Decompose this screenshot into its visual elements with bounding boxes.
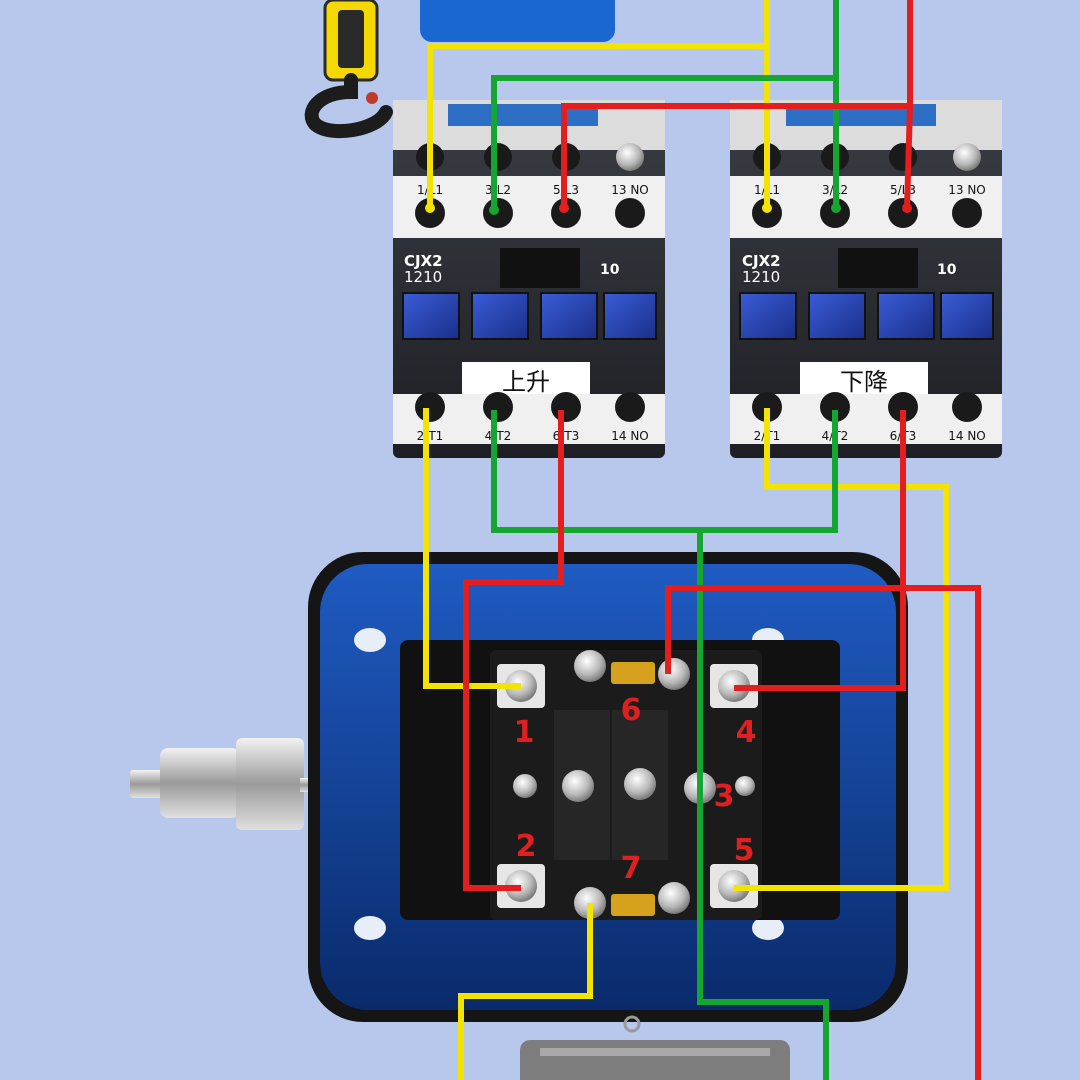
contactor-lower: 1/L1 3/L2 5/L3 13 NO CJX2 1210 10 下降 2/T… xyxy=(730,100,1002,458)
motor-body-icon xyxy=(520,1015,790,1080)
role-label-raise: 上升 xyxy=(502,368,550,396)
contactor-raise: 1/L1 3/L2 5/L3 13 NO CJX2 1210 10 上升 2/T… xyxy=(393,100,665,458)
wire-yellow-supply xyxy=(427,0,770,208)
terminal-label: 6/T3 xyxy=(553,429,580,443)
terminal-label: 14 NO xyxy=(948,429,986,443)
motor-terminal-box: 1 2 3 4 5 6 7 xyxy=(308,552,908,1022)
wire-green-lower-out xyxy=(700,410,838,533)
terminal-number: 7 xyxy=(621,851,642,886)
crane-hook-icon xyxy=(304,0,393,139)
wire-terminal-dots xyxy=(425,203,912,215)
aux-code: 10 xyxy=(600,262,620,278)
model-label: CJX2 xyxy=(742,252,781,270)
role-label-lower: 下降 xyxy=(840,368,888,396)
role-label-box xyxy=(462,362,590,398)
terminal-label: 3/L2 xyxy=(485,183,511,197)
terminal-number: 2 xyxy=(516,829,537,864)
model-label: CJX2 xyxy=(404,252,443,270)
terminal-label: 13 NO xyxy=(948,183,986,197)
wire-yellow-raise-out xyxy=(423,408,521,689)
terminal-label: 2/T1 xyxy=(417,429,444,443)
terminal-number: 3 xyxy=(714,779,735,814)
wire-red-raise-out xyxy=(463,410,564,891)
wires xyxy=(423,0,981,1080)
wire-yellow-motor-feed xyxy=(458,903,593,1080)
wire-red-motor-feed xyxy=(665,585,981,1080)
terminal-number: 1 xyxy=(514,715,535,750)
terminal-number: 6 xyxy=(621,693,642,728)
model-label: 1210 xyxy=(404,268,442,286)
terminal-label: 4/T2 xyxy=(485,429,512,443)
terminal-label: 5/L3 xyxy=(890,183,916,197)
role-label-box xyxy=(800,362,928,398)
terminal-number: 5 xyxy=(734,833,755,868)
wire-green-motor-feed xyxy=(697,786,829,1080)
terminal-label: 14 NO xyxy=(611,429,649,443)
supply-box xyxy=(420,0,615,42)
terminal-number: 4 xyxy=(736,715,757,750)
terminal-label: 13 NO xyxy=(611,183,649,197)
wire-yellow-lower-out xyxy=(734,408,949,891)
aux-code: 10 xyxy=(937,262,957,278)
wire-red-supply-b xyxy=(904,105,913,209)
model-label: 1210 xyxy=(742,268,780,286)
wire-green-raise-out xyxy=(491,410,703,786)
wire-green-supply xyxy=(491,0,839,210)
wire-red-lower-out xyxy=(734,410,906,691)
wire-red-supply xyxy=(561,0,913,208)
